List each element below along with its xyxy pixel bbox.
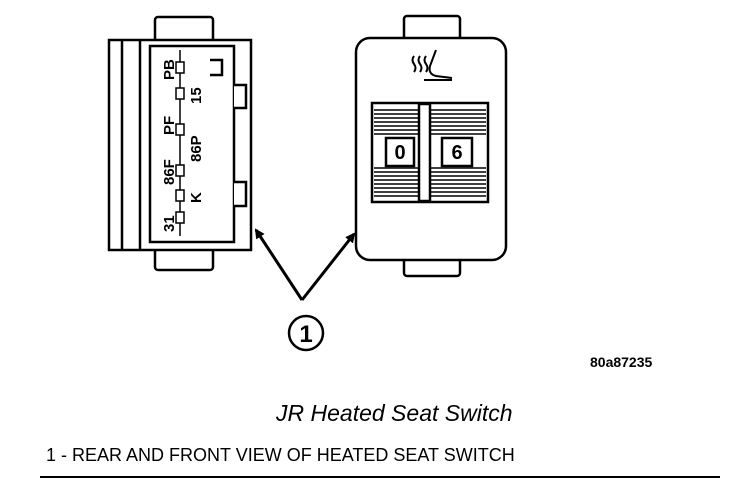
knob-left-value: 0: [394, 142, 405, 164]
pin-label-15: 15: [188, 87, 205, 104]
pin-label-86p: 86P: [188, 135, 205, 162]
arrow-to-front-view: [300, 232, 356, 301]
heated-seat-icon: [411, 49, 453, 81]
figure-id: 80a87235: [590, 354, 653, 370]
connector-face: [148, 44, 236, 244]
pin-label-pb: PB: [161, 59, 178, 80]
callout-circle: [287, 314, 325, 352]
knob-left-window: [384, 136, 416, 168]
figure-title: JR Heated Seat Switch: [276, 400, 513, 426]
thumbwheel-left: [374, 109, 419, 197]
legend-item-1: 1 - REAR AND FRONT VIEW OF HEATED SEAT S…: [46, 445, 515, 465]
pin-label-k: K: [188, 192, 205, 203]
arrow-to-rear-view: [254, 228, 304, 301]
rear-view-connector: [107, 15, 253, 272]
pin-label-86f: 86F: [161, 159, 178, 185]
pin-terminal: [175, 189, 185, 202]
knob-right-value: 6: [451, 142, 462, 164]
callout-arrows: [254, 228, 356, 301]
pin-terminals: [175, 50, 185, 236]
legend-divider: [40, 476, 720, 478]
thumbwheel-right: [430, 109, 486, 197]
callout-number: 1: [299, 321, 312, 348]
pin-terminal: [175, 211, 185, 224]
pin-label-31: 31: [161, 215, 178, 232]
knob-right-window: [440, 136, 474, 168]
thumbwheel-divider: [417, 102, 432, 203]
pin-terminal: [175, 164, 185, 177]
pin-label-pf: PF: [161, 116, 178, 135]
pin-terminal: [175, 61, 185, 74]
pin-terminal: [175, 87, 185, 100]
pin-terminal: [175, 123, 185, 136]
